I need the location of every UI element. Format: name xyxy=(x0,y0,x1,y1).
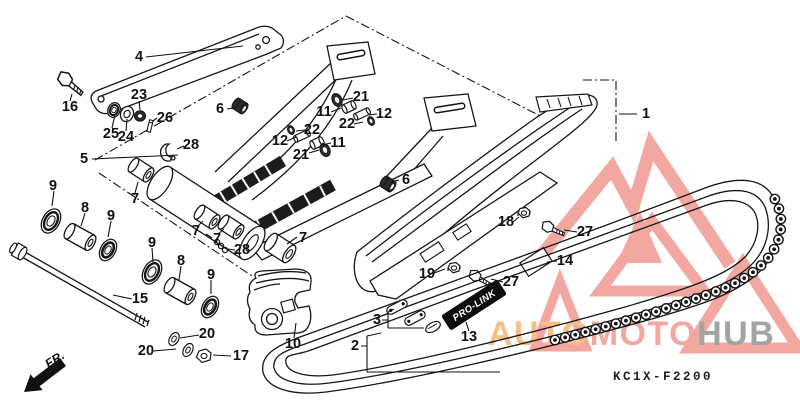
part-label-16: 16 xyxy=(62,99,78,115)
nut-23 xyxy=(133,110,147,122)
part-label-13: 13 xyxy=(461,329,477,345)
part-label-7: 7 xyxy=(299,230,307,246)
part-label-4: 4 xyxy=(135,49,143,65)
part-label-26: 26 xyxy=(157,110,173,126)
pin-26 xyxy=(146,119,154,133)
washer-20b xyxy=(182,342,194,358)
inner-chain-case xyxy=(369,171,559,300)
part-label-7: 7 xyxy=(131,191,139,207)
part-label-19: 19 xyxy=(419,266,435,282)
part-label-9: 9 xyxy=(49,178,57,194)
dashdot-lines xyxy=(94,15,617,277)
part-label-9: 9 xyxy=(107,208,115,224)
washer-24 xyxy=(119,105,135,123)
part-label-21: 21 xyxy=(293,147,309,163)
part-label-12: 12 xyxy=(376,106,392,122)
screw-28 xyxy=(205,233,229,254)
part-label-7: 7 xyxy=(192,223,200,239)
washer-25 xyxy=(107,102,121,118)
part-label-7: 7 xyxy=(213,231,221,247)
part-label-28: 28 xyxy=(234,242,250,258)
part-label-11: 11 xyxy=(316,104,331,120)
part-label-22: 22 xyxy=(339,116,355,132)
link-pad xyxy=(425,320,441,334)
part-label-17: 17 xyxy=(233,348,249,364)
part-label-8: 8 xyxy=(81,200,89,216)
part-label-6: 6 xyxy=(402,172,410,188)
part-label-22: 22 xyxy=(304,122,320,138)
part-label-23: 23 xyxy=(131,87,147,103)
part-label-3: 3 xyxy=(373,312,381,328)
part-label-28: 28 xyxy=(183,137,199,153)
part-label-8: 8 xyxy=(177,253,185,269)
part-label-20: 20 xyxy=(138,343,154,359)
part-label-11: 11 xyxy=(330,135,345,151)
part-label-24: 24 xyxy=(118,129,134,145)
chain-slider xyxy=(246,268,312,336)
part-label-6: 6 xyxy=(216,101,224,117)
diagram-code: KC1X-F2200 xyxy=(613,370,713,384)
part-label-9: 9 xyxy=(207,267,215,283)
part-label-25: 25 xyxy=(103,126,119,142)
part-label-21: 21 xyxy=(353,89,369,105)
leader-lines xyxy=(51,45,637,373)
nut-17 xyxy=(195,348,212,364)
part-label-10: 10 xyxy=(285,336,301,352)
washer-20a xyxy=(168,331,180,347)
part-label-9: 9 xyxy=(148,235,156,251)
part-label-12: 12 xyxy=(272,133,288,149)
watermark-logo xyxy=(528,130,800,354)
torque-arm xyxy=(90,25,285,115)
chain-guard xyxy=(353,93,598,293)
clamp-28 xyxy=(159,143,176,162)
part-label-15: 15 xyxy=(132,291,148,307)
part-label-27: 27 xyxy=(577,224,593,240)
part-label-27: 27 xyxy=(503,274,519,290)
chain-links xyxy=(549,193,787,346)
part-label-1: 1 xyxy=(642,106,650,122)
watermark-segment: HUB xyxy=(697,315,775,353)
part-label-5: 5 xyxy=(80,151,88,167)
part-label-2: 2 xyxy=(351,338,359,354)
pivot-axle-15 xyxy=(9,242,150,328)
part-label-20: 20 xyxy=(199,326,215,342)
part-label-18: 18 xyxy=(498,214,514,230)
part-label-14: 14 xyxy=(557,253,573,269)
